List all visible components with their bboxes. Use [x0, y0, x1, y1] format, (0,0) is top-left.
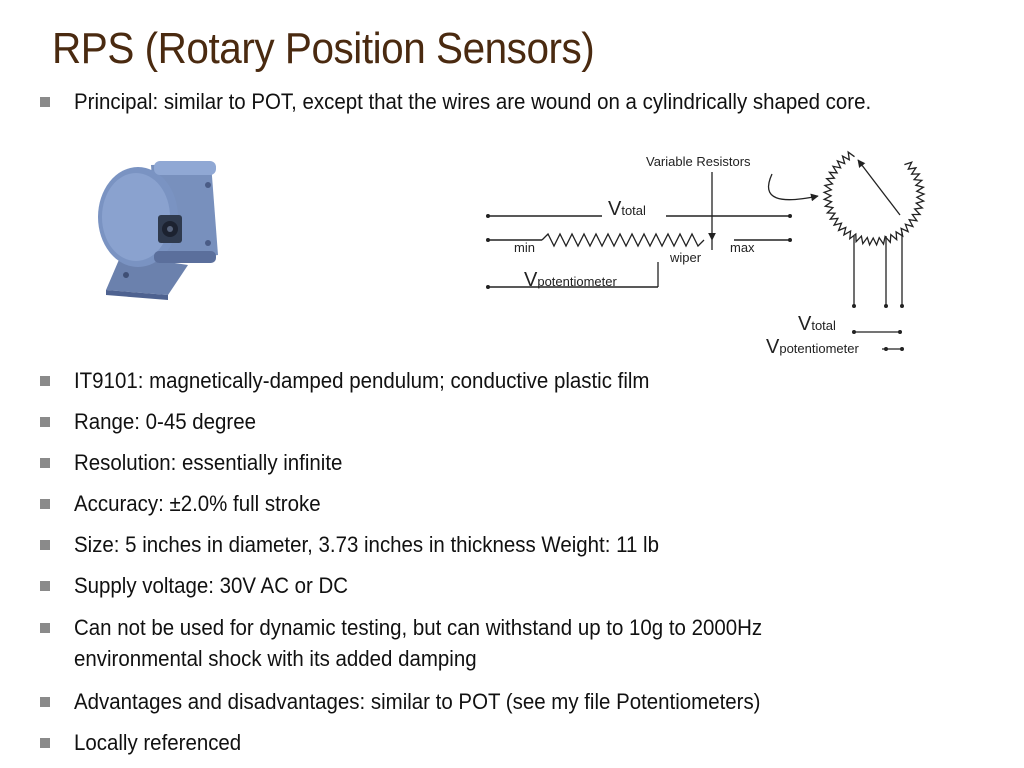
bullet-text: IT9101: magnetically-damped pendulum; co…: [74, 368, 650, 393]
bullet-text: Size: 5 inches in diameter, 3.73 inches …: [74, 532, 659, 557]
bullet-text: Resolution: essentially infinite: [74, 450, 343, 475]
variable-resistors-label: Variable Resistors: [646, 154, 751, 169]
potentiometer-diagram: Variable Resistors Vtotal min max wiper …: [486, 150, 926, 358]
rps-device-image: [98, 161, 218, 300]
vtotal-label: Vtotal: [608, 198, 646, 220]
bullet-text: Accuracy: ±2.0% full stroke: [74, 491, 321, 516]
bullet-text: Advantages and disadvantages: similar to…: [74, 689, 761, 714]
slide-title: RPS (Rotary Position Sensors): [52, 24, 595, 73]
square-bullet-icon: [40, 738, 50, 748]
max-label: max: [730, 240, 755, 255]
min-label: min: [514, 240, 535, 255]
bullet-text: Locally referenced: [74, 730, 242, 755]
square-bullet-icon: [40, 540, 50, 550]
bullet-text: Can not be used for dynamic testing, but…: [74, 615, 763, 671]
rotary-resistor-ring: [822, 150, 926, 247]
square-bullet-icon: [40, 499, 50, 509]
square-bullet-icon: [40, 458, 50, 468]
wiper-label: wiper: [669, 250, 702, 265]
square-bullet-icon: [40, 376, 50, 386]
square-bullet-icon: [40, 417, 50, 427]
square-bullet-icon: [40, 623, 50, 633]
vpotentiometer-label: Vpotentiometer: [524, 269, 618, 291]
square-bullet-icon: [40, 97, 50, 107]
square-bullet-icon: [40, 581, 50, 591]
rotary-vtotal-label: Vtotal: [798, 313, 836, 335]
bullet-text: Range: 0-45 degree: [74, 409, 257, 434]
rotary-vpotentiometer-label: Vpotentiometer: [766, 336, 860, 358]
bullet-text: Supply voltage: 30V AC or DC: [74, 573, 349, 598]
square-bullet-icon: [40, 697, 50, 707]
bullet-text: Principal: similar to POT, except that t…: [74, 89, 872, 114]
